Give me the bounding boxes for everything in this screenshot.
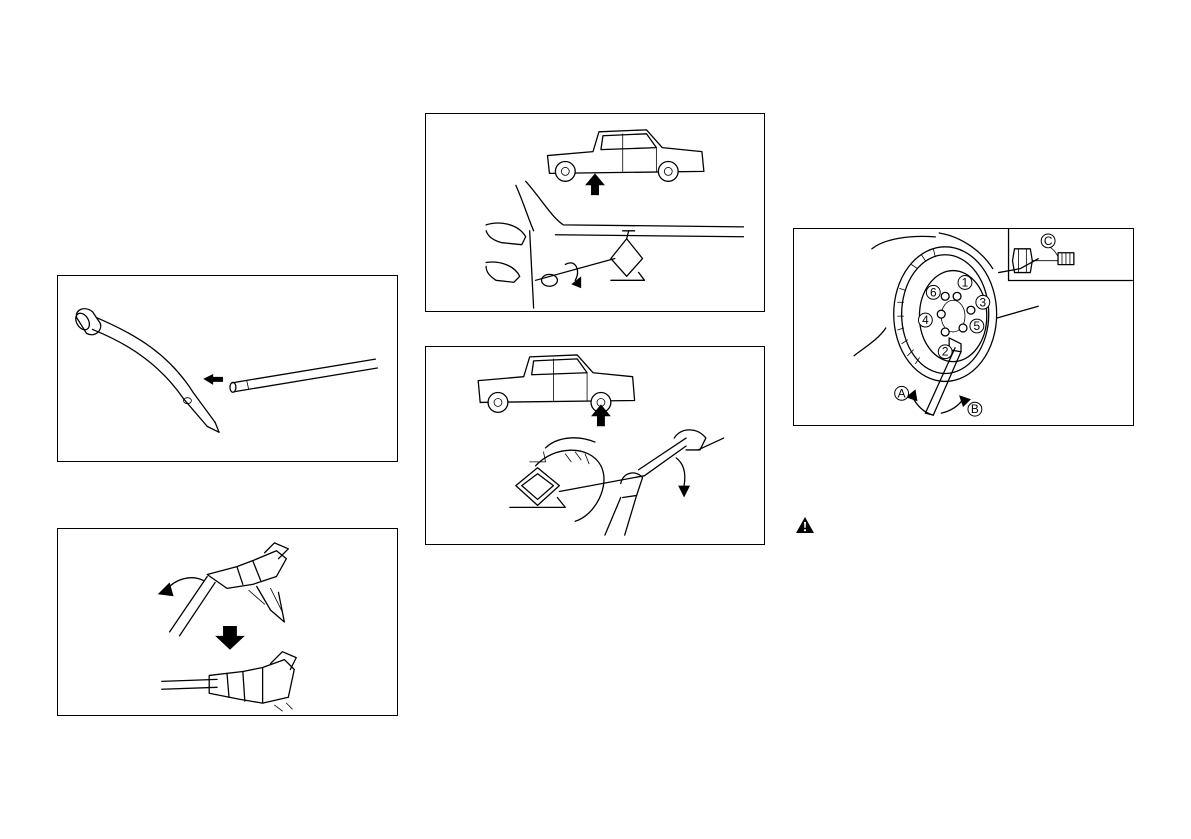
callout-direction-a: A [898,386,906,400]
figure-wheel-nut-sequence: 1 3 5 2 4 6 A B C [793,228,1134,426]
callout-nut-6: 6 [930,285,937,299]
callout-nut-3: 3 [979,295,986,309]
callout-nut-1: 1 [962,275,969,289]
warning-triangle-icon [795,516,815,534]
callout-inset-c: C [1044,234,1053,248]
jack-handle-illustration [58,529,397,715]
lift-vehicle-illustration [426,347,764,544]
figure-wrench-and-rod [57,275,398,462]
wrench-rod-illustration [58,276,397,461]
inset-callout: C [1041,234,1055,248]
callout-direction-b: B [971,402,979,416]
jacking-point-illustration [426,114,764,311]
callout-nut-4: 4 [922,313,929,327]
callout-nut-2: 2 [942,345,949,359]
figure-jacking-point [425,113,765,312]
figure-jack-handle-connection [57,528,398,716]
figure-lift-vehicle [425,346,765,545]
wheel-nut-illustration: 1 3 5 2 4 6 A B C [794,229,1133,425]
callout-nut-5: 5 [974,319,981,333]
